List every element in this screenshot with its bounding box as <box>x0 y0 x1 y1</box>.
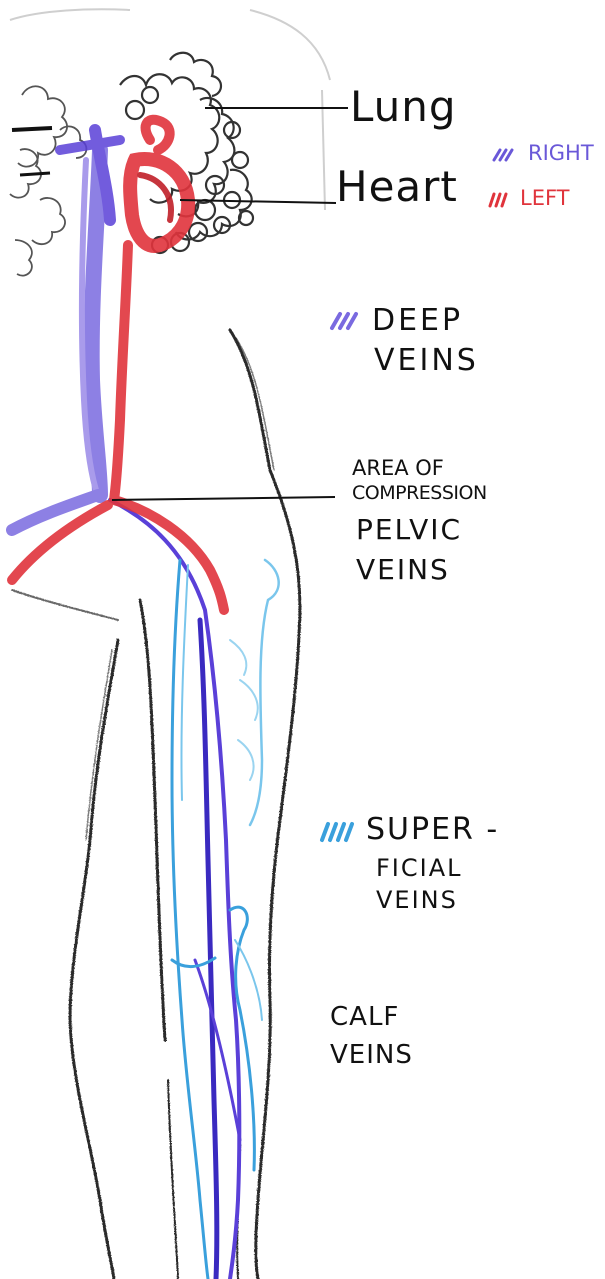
heart-illustration <box>130 120 188 246</box>
deep-veins-label-line2: VEINS <box>374 346 479 376</box>
superficial-veins-label-line3: VEINS <box>376 888 458 912</box>
legend-right-swatch <box>494 150 512 160</box>
deep-veins-label-line1: DEEP <box>372 306 463 336</box>
superficial-veins-swatch <box>322 824 352 840</box>
superficial-veins-label-line1: SUPER - <box>366 815 499 845</box>
compression-label-line2: COMPRESSION <box>352 484 487 503</box>
calf-veins-label-line1: CALF <box>330 1004 399 1030</box>
lung-label: Lung <box>350 86 457 128</box>
pelvic-veins-label-line1: PELVIC <box>356 516 462 544</box>
compression-pointer <box>112 497 335 500</box>
superficial-veins <box>172 560 279 1279</box>
compression-label-line1: AREA OF <box>352 458 444 479</box>
calf-veins-label-line2: VEINS <box>330 1042 413 1068</box>
deep-veins-swatch <box>332 314 356 328</box>
left-artery <box>12 245 224 610</box>
pelvic-veins-label-line2: VEINS <box>356 556 450 584</box>
legend-right-label: RIGHT <box>528 143 594 164</box>
pointer-lines <box>112 108 348 500</box>
legend-left-swatch <box>490 194 506 206</box>
superficial-veins-label-line2: FICIAL <box>376 856 463 880</box>
body-outline <box>10 9 330 210</box>
heart-label: Heart <box>336 166 458 208</box>
legend-left-label: LEFT <box>520 188 570 209</box>
